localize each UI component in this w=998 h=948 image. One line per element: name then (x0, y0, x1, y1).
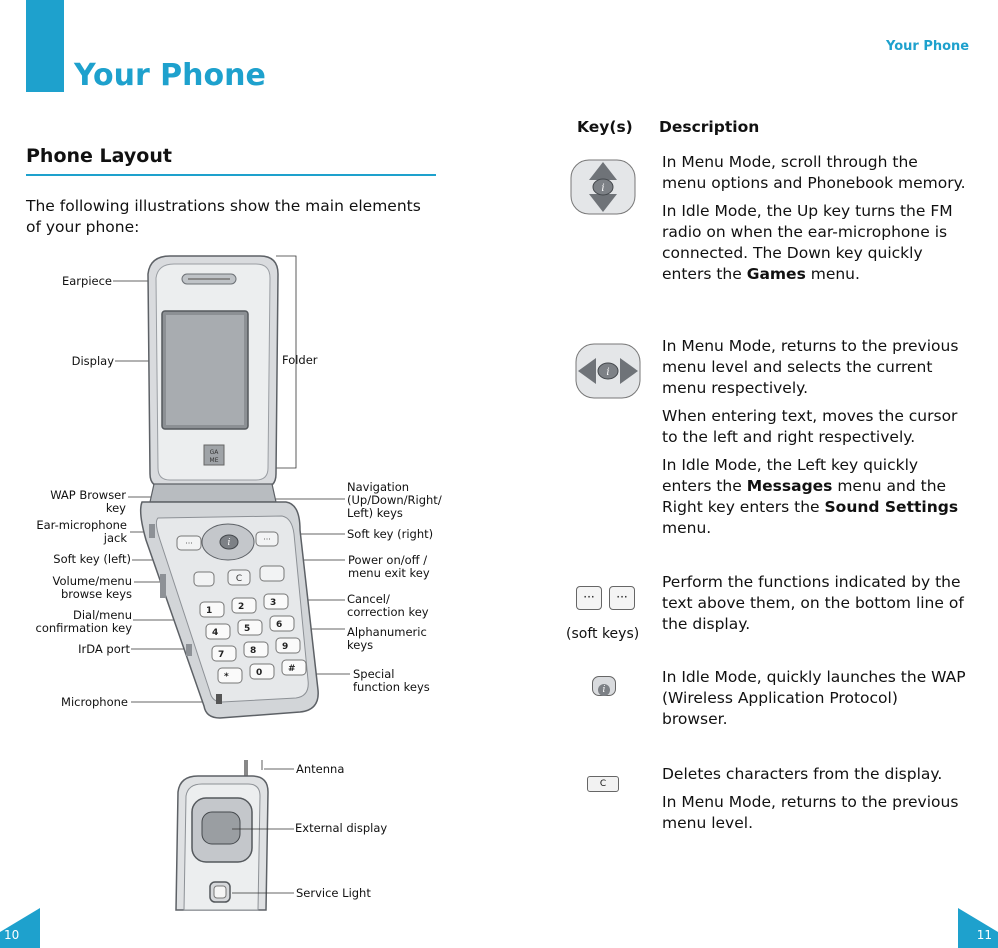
label-cancel-key: Cancel/correction key (347, 593, 429, 619)
label-power-key: Power on/off /menu exit key (348, 554, 430, 580)
wap-key-icon: i (592, 676, 616, 696)
label-display: Display (20, 355, 114, 368)
label-folder: Folder (282, 354, 318, 367)
description-wap-key: In Idle Mode, quickly launches the WAP (… (662, 667, 967, 737)
nav-up-down-key-icon: i (569, 158, 637, 216)
label-soft-key-right: Soft key (right) (347, 528, 433, 541)
phone-body: i ··· ··· C 1 2 3 4 5 6 7 8 9 * 0 # (141, 502, 319, 718)
svg-text:i: i (228, 538, 231, 548)
svg-text:0: 0 (256, 668, 262, 678)
svg-text:8: 8 (250, 646, 256, 656)
c-key-icon: C (587, 776, 619, 792)
intro-text: The following illustrations show the mai… (26, 196, 436, 238)
svg-text:i: i (601, 183, 604, 194)
column-header-keys: Key(s) (577, 118, 633, 136)
svg-text:#: # (288, 664, 296, 674)
label-irda-port: IrDA port (20, 643, 130, 656)
svg-text:3: 3 (270, 598, 276, 608)
label-external-display: External display (295, 822, 387, 835)
title-accent-bar (26, 0, 64, 92)
svg-text:2: 2 (238, 602, 244, 612)
svg-text:5: 5 (244, 624, 250, 634)
description-nav-left-right: In Menu Mode, returns to the previous me… (662, 336, 967, 546)
nav-left-right-key-icon: i (574, 342, 642, 400)
page-number-right: 11 (958, 908, 998, 948)
label-antenna: Antenna (296, 763, 344, 776)
soft-keys-caption: (soft keys) (566, 626, 639, 642)
description-nav-up-down: In Menu Mode, scroll through the menu op… (662, 152, 967, 292)
svg-text:*: * (224, 672, 229, 682)
svg-text:4: 4 (212, 628, 218, 638)
phone-closed (176, 760, 294, 910)
label-soft-key-left: Soft key (left) (20, 553, 131, 566)
svg-text:···: ··· (263, 535, 271, 544)
svg-text:9: 9 (282, 642, 288, 652)
label-earpiece: Earpiece (20, 275, 112, 288)
page-title: Your Phone (74, 58, 266, 93)
svg-text:C: C (236, 574, 242, 584)
svg-text:6: 6 (276, 620, 282, 630)
description-soft-keys: Perform the functions indicated by the t… (662, 572, 967, 642)
column-header-description: Description (659, 118, 759, 136)
section-title: Phone Layout (26, 145, 172, 167)
svg-text:ME: ME (210, 457, 219, 464)
running-head: Your Phone (886, 39, 969, 54)
svg-text:···: ··· (185, 539, 193, 548)
svg-text:GA: GA (210, 449, 220, 456)
description-c-key: Deletes characters from the display. In … (662, 764, 967, 841)
section-rule (26, 174, 436, 176)
svg-text:1: 1 (206, 606, 212, 616)
soft-key-right-icon: ··· (609, 586, 635, 610)
label-navigation: Navigation(Up/Down/Right/Left) keys (347, 481, 442, 520)
phone-folder: GA ME (148, 256, 278, 488)
svg-text:i: i (606, 367, 609, 378)
label-service-light: Service Light (296, 887, 371, 900)
svg-text:7: 7 (218, 650, 224, 660)
label-microphone: Microphone (20, 696, 128, 709)
soft-key-left-icon: ··· (576, 586, 602, 610)
